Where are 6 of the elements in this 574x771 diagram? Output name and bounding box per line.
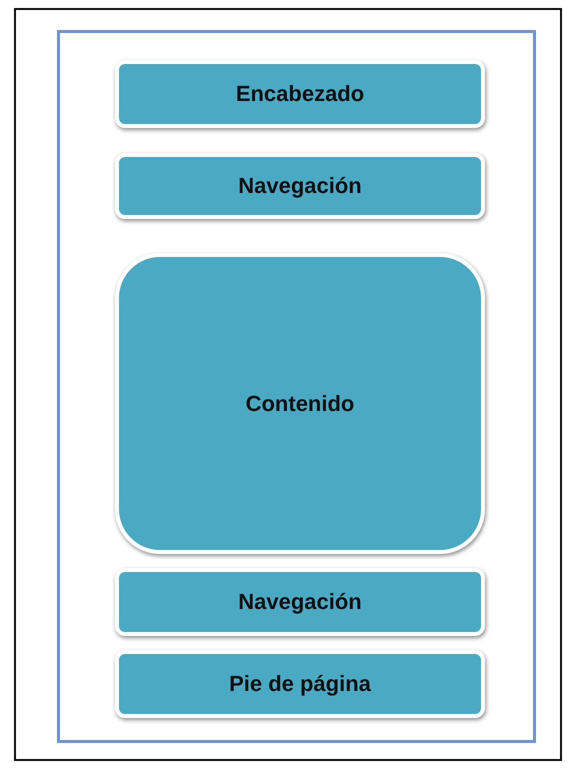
section-label: Contenido [246,390,354,416]
section-label: Encabezado [236,81,364,107]
section-label: Pie de página [229,671,371,697]
section-label: Navegación [238,173,362,199]
page-frame [57,30,536,743]
section-label: Navegación [238,589,362,615]
